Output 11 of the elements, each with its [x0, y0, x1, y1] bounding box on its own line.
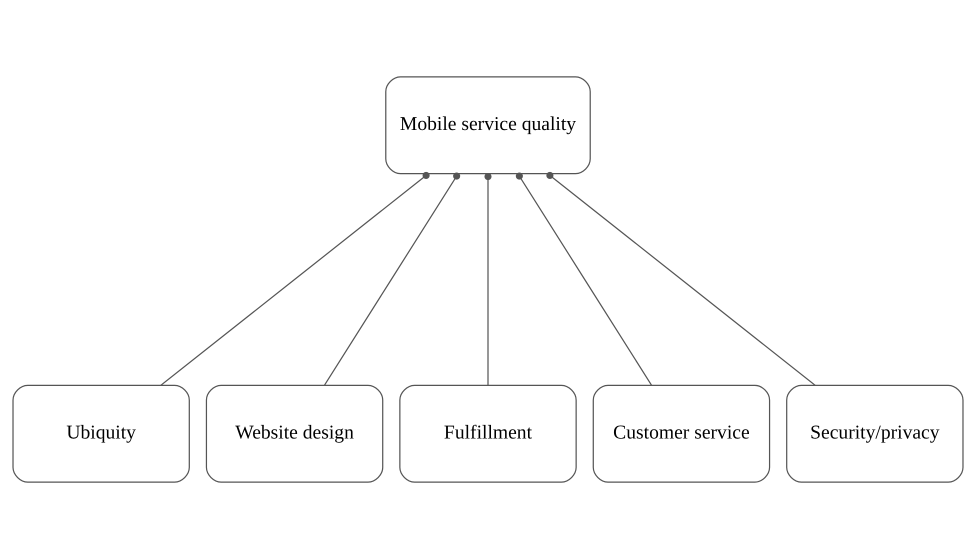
connector: [324, 172, 460, 386]
connector: [160, 171, 430, 386]
connector: [484, 172, 492, 385]
node-box: Website design: [206, 384, 384, 482]
connector: [546, 171, 816, 386]
node-box: Security/privacy: [786, 384, 964, 482]
node-box: Mobile service quality: [385, 76, 591, 174]
connector: [516, 172, 652, 386]
node-box: Ubiquity: [12, 384, 190, 482]
node-box: Customer service: [592, 384, 770, 482]
node-box: Fulfillment: [399, 384, 577, 482]
